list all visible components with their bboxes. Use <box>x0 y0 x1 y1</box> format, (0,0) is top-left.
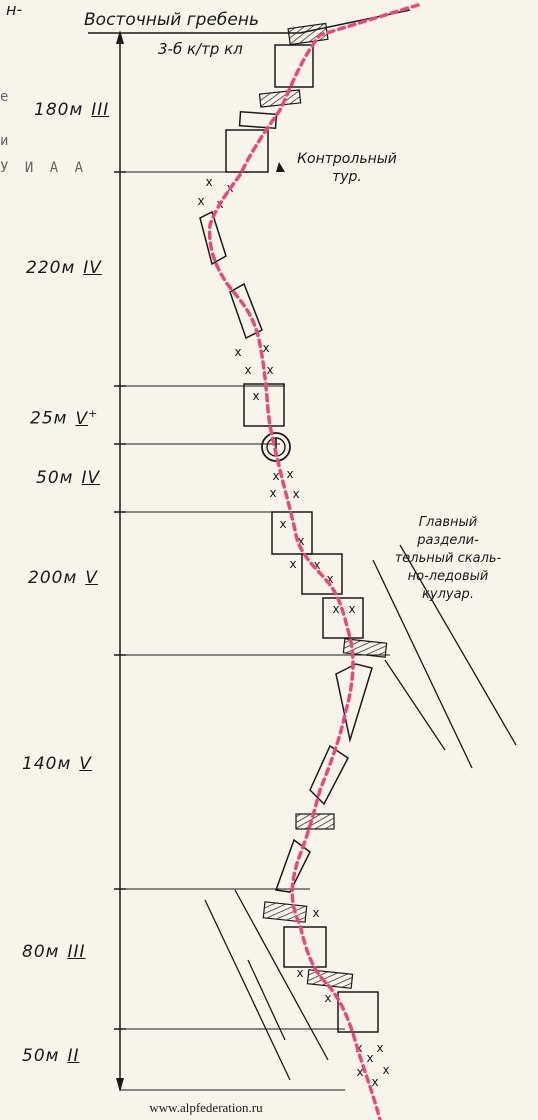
slab-shapes <box>199 210 373 893</box>
svg-text:x: x <box>376 1041 383 1055</box>
svg-text:x: x <box>332 602 339 616</box>
svg-text:x: x <box>324 991 331 1005</box>
axis-arrow-top <box>116 30 124 44</box>
axis-arrow-bottom <box>116 1078 124 1092</box>
svg-text:x: x <box>292 487 299 501</box>
svg-text:x: x <box>286 467 293 481</box>
margin-fragment-3: У И А А <box>0 160 88 176</box>
svg-text:x: x <box>279 517 286 531</box>
cairn-note: Контрольный тур. <box>297 151 397 185</box>
svg-text:x: x <box>371 1075 378 1089</box>
margin-fragment-1: е <box>0 89 13 105</box>
couloir-lines <box>204 544 517 1081</box>
svg-text:x: x <box>197 194 204 208</box>
cairn-icon <box>276 162 285 172</box>
bivouac-icon <box>261 432 291 462</box>
segment-dividers <box>120 171 390 1091</box>
top-category-label: 3-б к/тр кл <box>158 40 243 58</box>
couloir-note: Главный раздели-тельный скаль-но-ледовый… <box>394 515 502 602</box>
svg-text:x: x <box>234 345 241 359</box>
svg-text:x: x <box>326 572 333 586</box>
svg-text:x: x <box>382 1063 389 1077</box>
svg-text:x: x <box>266 363 273 377</box>
svg-text:x: x <box>262 341 269 355</box>
svg-text:x: x <box>244 363 251 377</box>
svg-text:x: x <box>272 469 279 483</box>
svg-text:x: x <box>356 1065 363 1079</box>
svg-text:x: x <box>289 557 296 571</box>
svg-text:x: x <box>269 486 276 500</box>
margin-fragment-2: и <box>0 133 13 149</box>
svg-text:x: x <box>366 1051 373 1065</box>
svg-text:x: x <box>296 966 303 980</box>
cut-off-heading: н- <box>6 0 23 19</box>
axis-ticks <box>114 171 126 1030</box>
footer-url: www.alpfederation.ru <box>149 1100 263 1115</box>
ridge-label: Восточный гребень <box>84 10 260 30</box>
svg-text:x: x <box>297 534 304 548</box>
svg-text:x: x <box>252 389 259 403</box>
svg-text:x: x <box>313 558 320 572</box>
svg-text:x: x <box>348 602 355 616</box>
route-line <box>207 3 420 1120</box>
svg-text:x: x <box>312 906 319 920</box>
svg-text:x: x <box>205 175 212 189</box>
